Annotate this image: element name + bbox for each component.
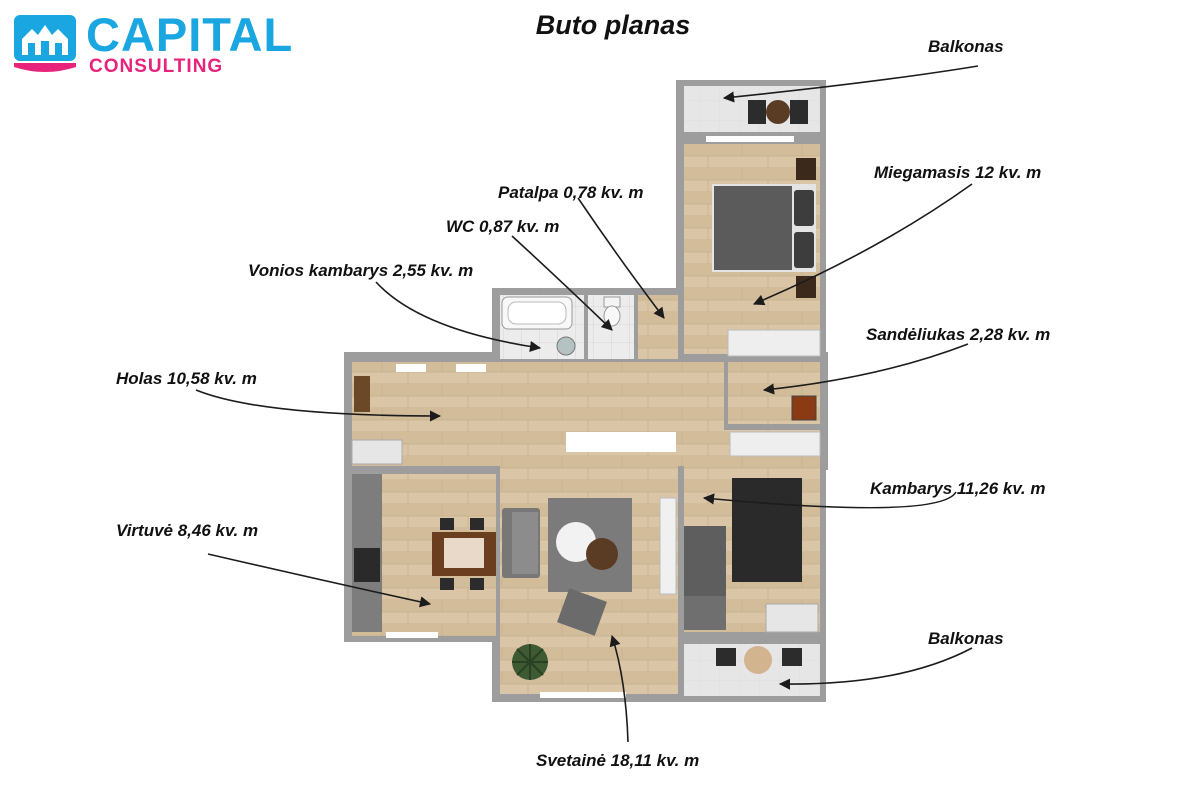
wardrobe — [727, 329, 821, 357]
workdesk — [765, 603, 819, 633]
label-kambarys: Kambarys 11,26 kv. m — [870, 479, 1045, 498]
storage-shelf — [791, 395, 817, 421]
brand-name: CAPITAL — [86, 8, 294, 61]
page-title: Buto planas — [535, 10, 691, 40]
hall-cabinet — [351, 439, 403, 465]
double-bed — [712, 184, 816, 272]
desk — [732, 478, 802, 582]
annotation-arrows — [195, 65, 979, 743]
sink-icon — [556, 336, 576, 356]
label-wc: WC 0,87 kv. m — [446, 217, 559, 236]
room-wardrobe — [729, 431, 821, 457]
balcony-table-set — [716, 646, 802, 674]
cooktop-icon — [354, 548, 380, 582]
brand-subtitle: CONSULTING — [89, 56, 224, 77]
label-holas: Holas 10,58 kv. m — [116, 369, 257, 388]
label-sandeliukas: Sandėliukas 2,28 kv. m — [866, 325, 1050, 344]
coffee-table — [556, 522, 596, 562]
nightstand — [796, 158, 816, 180]
label-balkonas-bottom: Balkonas — [928, 629, 1004, 648]
side-table — [586, 538, 618, 570]
balcony-table-set — [748, 100, 808, 124]
tv-unit — [659, 497, 677, 595]
house-logo-icon — [14, 15, 76, 72]
shoe-rack — [354, 376, 370, 412]
nightstand — [796, 276, 816, 298]
utility-floor — [638, 295, 678, 359]
label-vonios: Vonios kambarys 2,55 kv. m — [248, 261, 473, 280]
label-miegamasis: Miegamasis 12 kv. m — [874, 163, 1041, 182]
armchair — [557, 588, 607, 636]
label-svetaine: Svetainė 18,11 kv. m — [536, 751, 699, 770]
label-virtuve: Virtuvė 8,46 kv. m — [116, 521, 258, 540]
plant-icon — [512, 644, 548, 680]
label-balkonas-top: Balkonas — [928, 37, 1004, 56]
label-patalpa: Patalpa 0,78 kv. m — [498, 183, 644, 202]
